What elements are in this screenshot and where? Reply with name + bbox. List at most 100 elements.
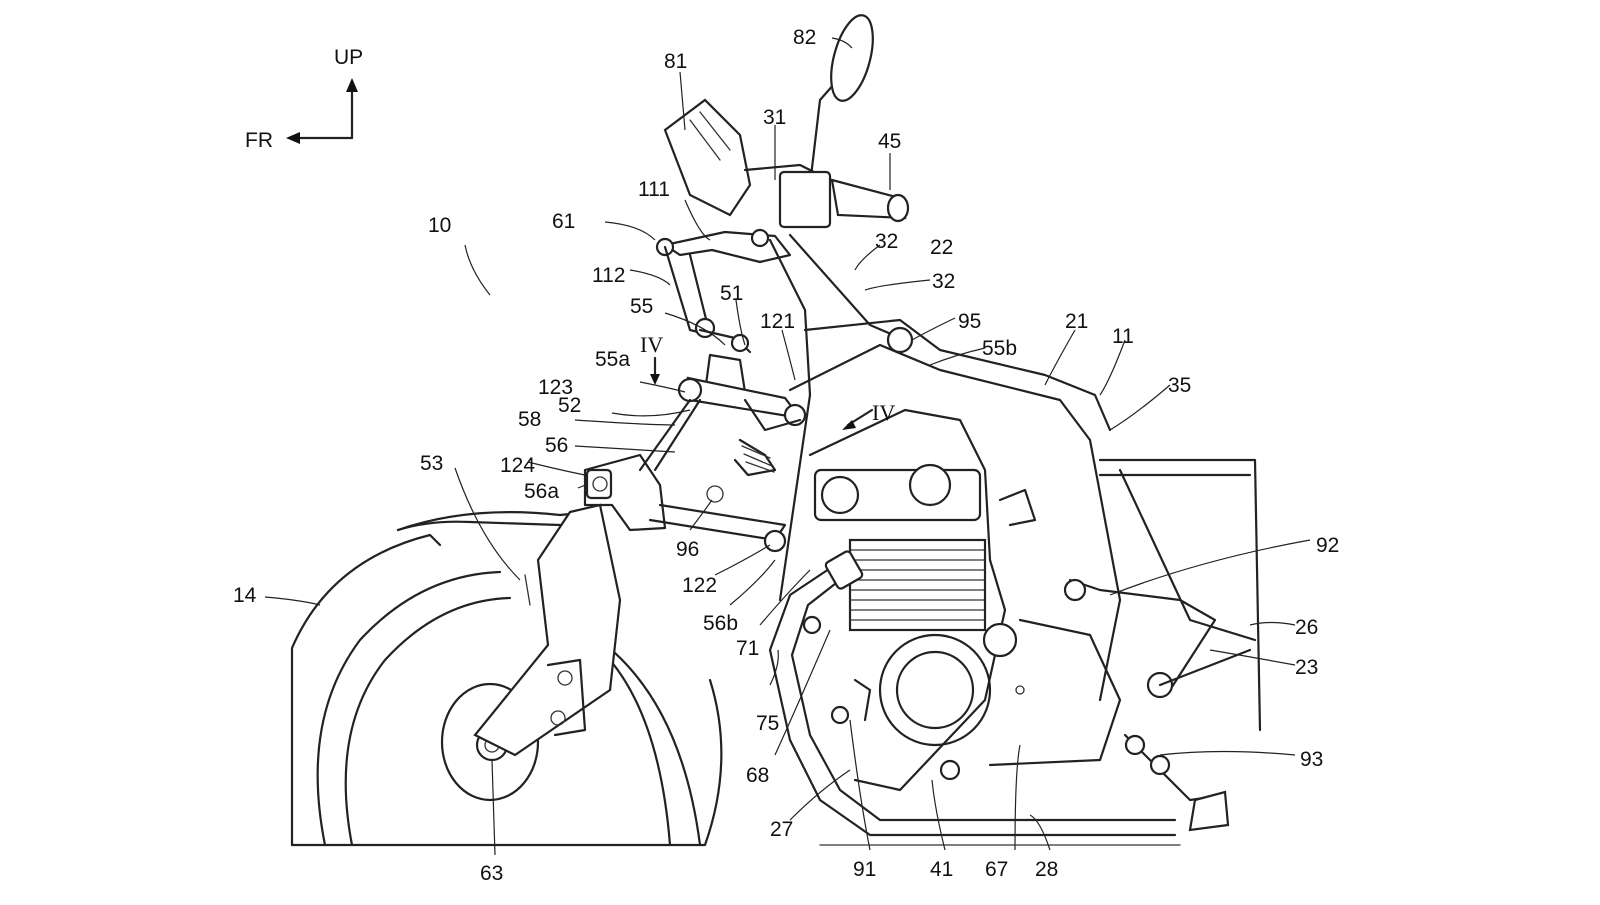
link-pivot-upper-rear xyxy=(750,228,770,248)
numeral-95: 95 xyxy=(958,310,981,333)
crankcase-inner xyxy=(895,650,975,730)
numeral-111: 111 xyxy=(638,178,670,201)
orientation-indicator: UP FR xyxy=(245,46,363,152)
front-arrow-head xyxy=(286,132,300,144)
engine-mount-detail xyxy=(998,488,1037,527)
section-arrowhead-left xyxy=(650,374,660,385)
front-tire-outer xyxy=(290,533,442,847)
front-rim-right-inner xyxy=(608,658,672,847)
section-arrowhead-right xyxy=(842,420,856,430)
numeral-61: 61 xyxy=(552,210,575,233)
numeral-26: 26 xyxy=(1295,616,1318,639)
numeral-55b: 55b xyxy=(982,337,1017,360)
numeral-55: 55 xyxy=(630,295,653,318)
numeral-82: 82 xyxy=(793,26,816,49)
numeral-32-upper: 32 xyxy=(875,230,898,253)
numeral-122: 122 xyxy=(682,574,717,597)
shock-boot-ribs xyxy=(741,445,775,473)
footrest-bolt xyxy=(1124,734,1146,756)
grip-end xyxy=(886,193,910,223)
section-mark-iv-left: IV xyxy=(640,332,663,357)
exhaust xyxy=(768,550,1181,846)
fork-pivot-56a xyxy=(592,476,608,492)
exhaust-clamp-71 xyxy=(824,550,864,590)
exhaust-pipe-outer xyxy=(768,563,1177,837)
head-cap-left xyxy=(820,475,860,515)
numeral-41: 41 xyxy=(930,858,953,881)
front-label: FR xyxy=(245,129,273,152)
numeral-28: 28 xyxy=(1035,858,1058,881)
front-hub xyxy=(440,682,540,802)
numeral-56b: 56b xyxy=(703,612,738,635)
case-detail xyxy=(1015,685,1025,695)
exhaust-bolt-68 xyxy=(802,615,822,635)
numeral-10: 10 xyxy=(428,214,451,237)
front-rim-outer xyxy=(316,570,502,847)
exhaust-bracket xyxy=(853,678,872,722)
numeral-56a: 56a xyxy=(524,480,559,503)
frame-rear-35 xyxy=(1098,458,1262,732)
front-fender-lower xyxy=(396,520,562,532)
frame-main-21 xyxy=(803,318,1112,432)
suspension-linkage xyxy=(638,228,807,553)
numeral-14: 14 xyxy=(233,584,257,607)
numeral-81: 81 xyxy=(664,50,687,73)
reference-numerals: 10 11 14 21 22 23 26 27 28 31 32 32 35 4… xyxy=(233,26,1339,885)
numeral-91: 91 xyxy=(853,858,876,881)
numeral-123: 123 xyxy=(538,376,573,399)
front-wheel xyxy=(290,510,723,847)
shock-rod xyxy=(743,398,802,432)
up-arrow-head xyxy=(346,78,358,92)
numeral-22: 22 xyxy=(930,236,953,259)
upper-link-111 xyxy=(663,230,792,264)
lower-arm-52 xyxy=(638,398,702,472)
section-mark-left: IV xyxy=(640,332,663,385)
numeral-53: 53 xyxy=(420,452,443,475)
lower-arm-56b xyxy=(648,503,787,542)
engine-bolt xyxy=(982,622,1018,658)
cooling-fin-lines xyxy=(849,549,986,621)
numeral-67: 67 xyxy=(985,858,1008,881)
fork-upper-holder xyxy=(583,453,667,532)
leader-lines xyxy=(264,37,1311,856)
engine-outline xyxy=(808,408,1007,792)
numeral-58: 58 xyxy=(518,408,541,431)
crankcase-cover-41 xyxy=(878,633,992,747)
exhaust-bolt-91 xyxy=(830,705,850,725)
numeral-55a: 55a xyxy=(595,348,630,371)
numeral-75: 75 xyxy=(756,712,779,735)
section-mark-iv-right: IV xyxy=(872,400,895,425)
footrest-bolt-2 xyxy=(1149,754,1171,776)
numeral-35: 35 xyxy=(1168,374,1191,397)
transmission-case-67 xyxy=(988,618,1122,767)
meter-81 xyxy=(663,98,752,217)
fork-leg xyxy=(473,503,622,757)
front-rim-inner xyxy=(344,596,512,847)
frame-seat-rail-26 xyxy=(1118,468,1257,642)
caliper-bolt-1 xyxy=(557,670,573,686)
numeral-71: 71 xyxy=(736,637,759,660)
up-label: UP xyxy=(334,46,363,69)
frame-strut-23 xyxy=(1158,648,1252,687)
frame-bracket-92 xyxy=(1068,578,1217,692)
numeral-112: 112 xyxy=(592,264,625,287)
footrest-peg xyxy=(1188,790,1230,832)
numeral-68: 68 xyxy=(746,764,769,787)
numeral-92: 92 xyxy=(1316,534,1339,557)
head-cap-right xyxy=(908,463,952,507)
shock-boot-58 xyxy=(733,438,777,477)
numeral-124: 124 xyxy=(500,454,535,477)
frame-main-inner xyxy=(788,343,1122,702)
oil-drain-bolt xyxy=(939,759,961,781)
meter-detail xyxy=(689,111,731,161)
front-fork xyxy=(473,453,667,757)
fork-bracket xyxy=(524,574,531,606)
numeral-23: 23 xyxy=(1295,656,1318,679)
brake-caliper xyxy=(546,658,587,737)
frame-downtube-121 xyxy=(768,238,812,602)
cockpit xyxy=(663,14,910,229)
numeral-45: 45 xyxy=(878,130,901,153)
tire-ground-line xyxy=(290,678,723,847)
numeral-21: 21 xyxy=(1065,310,1088,333)
